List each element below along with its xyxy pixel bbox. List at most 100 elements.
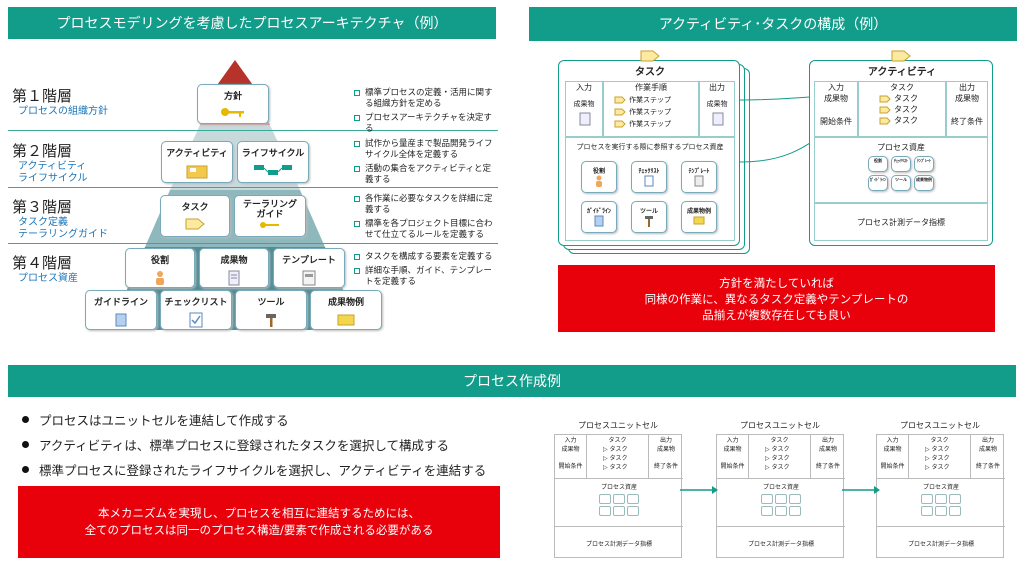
task-row: タスク bbox=[879, 93, 945, 104]
bullet-text: 標準プロセスの定義・活用に関する組織方針を定める bbox=[365, 88, 493, 109]
tile-task[interactable]: タスク bbox=[160, 195, 230, 237]
asset-guideline[interactable]: ｶﾞｲﾄﾞﾗｲﾝ bbox=[581, 201, 617, 233]
task-row: ▷ タスク bbox=[925, 464, 950, 471]
asset-tool[interactable]: ツール bbox=[631, 201, 667, 233]
tile-label: 成果物例 bbox=[327, 298, 364, 308]
asset-mini-grid bbox=[877, 494, 1005, 516]
task-label: タスク bbox=[609, 446, 628, 453]
level-separator bbox=[8, 243, 498, 244]
cell-label: 開始条件 bbox=[720, 463, 745, 470]
cell-label: プロセス計測データ指標 bbox=[857, 217, 945, 227]
bullet-text: 活動の集合をアクティビティと定義する bbox=[365, 164, 492, 185]
level-subtitle: アクティビティ bbox=[18, 161, 87, 172]
tile-deliverable-example[interactable]: 成果物例 bbox=[310, 290, 382, 330]
bullet-text: 標準を各プロジェクト目標に合わせて仕立てるルールを定義する bbox=[365, 219, 493, 240]
template-icon bbox=[694, 175, 704, 187]
level-title: 第１階層 bbox=[12, 87, 73, 105]
list-item: タスクを構成する要素を定義する bbox=[354, 252, 496, 263]
mini-asset-icon bbox=[935, 506, 947, 516]
list-item: 各作業に必要なタスクを詳細に定義する bbox=[354, 194, 496, 216]
unit-tasks: タスク▷ タスク▷ タスク▷ タスク bbox=[909, 435, 971, 479]
unit-assets: プロセス資産 bbox=[555, 479, 683, 527]
task-row: ▷ タスク bbox=[603, 464, 628, 471]
bullet-text: プロセスはユニットセルを連結して作成する bbox=[39, 413, 289, 428]
tile-guideline[interactable]: ガイドライン bbox=[85, 290, 157, 330]
cell-label: 成果物 bbox=[978, 446, 997, 453]
level-subtitle: ライフサイクル bbox=[18, 173, 88, 184]
asset-deliverable-example[interactable]: 成果物例 bbox=[681, 201, 717, 233]
folder-icon bbox=[693, 216, 705, 225]
level-4-label: 第４階層 プロセス資産 bbox=[12, 252, 78, 285]
cell-label: プロセス計測データ指標 bbox=[585, 540, 652, 548]
task-label: タスク bbox=[931, 455, 950, 462]
tile-tool[interactable]: ツール bbox=[235, 290, 307, 330]
tile-checklist[interactable]: チェックリスト bbox=[160, 290, 232, 330]
tile-role[interactable]: 役割 bbox=[125, 248, 195, 288]
task-row: ▷ タスク bbox=[765, 455, 790, 462]
mini-asset-icon bbox=[599, 494, 611, 504]
cell-label: 出力 bbox=[981, 437, 994, 444]
unit-input: 入力成果物開始条件 bbox=[717, 435, 749, 479]
tile-tailoring-guide[interactable]: テーラリング ガイド bbox=[234, 195, 306, 237]
mini-asset-icon bbox=[921, 494, 933, 504]
task-output-cell: 出力 成果物 bbox=[699, 81, 735, 137]
bullet-text: プロセスアーキテクチャを決定する bbox=[365, 113, 492, 134]
list-item: プロセスはユニットセルを連結して作成する bbox=[22, 410, 486, 429]
tile-deliverable[interactable]: 成果物 bbox=[199, 248, 269, 288]
architecture-banner: プロセスモデリングを考慮したプロセスアーキテクチャ（例） bbox=[8, 7, 496, 39]
tile-template[interactable]: テンプレート bbox=[273, 248, 345, 288]
mini-asset: 成果物例 bbox=[914, 175, 934, 191]
mini-asset-icon bbox=[627, 494, 639, 504]
asset-checklist[interactable]: ﾁｪｯｸﾘｽﾄ bbox=[631, 161, 667, 193]
tag-icon bbox=[614, 108, 626, 116]
unit-tasks: タスク▷ タスク▷ タスク▷ タスク bbox=[587, 435, 649, 479]
cell-label: 成果物 bbox=[723, 446, 742, 453]
guideline-icon bbox=[115, 313, 127, 327]
unit-input: 入力成果物開始条件 bbox=[877, 435, 909, 479]
cell-label: 出力 bbox=[659, 437, 672, 444]
step-row: 作業ステップ bbox=[614, 95, 698, 105]
level-subtitle: テーラリングガイド bbox=[18, 229, 108, 240]
tile-lifecycle[interactable]: ライフサイクル bbox=[237, 141, 309, 183]
flow-icon bbox=[254, 165, 292, 175]
cell-label: 成果物 bbox=[955, 94, 979, 103]
cell-label: 成果物 bbox=[561, 446, 580, 453]
tag-icon bbox=[879, 95, 891, 102]
folder-icon bbox=[337, 314, 355, 326]
activity-task-banner: アクティビティ･タスクの構成（例） bbox=[529, 7, 1017, 41]
cell-label: 成果物 bbox=[706, 100, 728, 108]
step-label: 作業ステップ bbox=[629, 108, 671, 116]
level-title: 第３階層 bbox=[12, 198, 73, 216]
bullet-text: 標準プロセスに登録されたライフサイクルを選択し、アクティビティを連結する bbox=[39, 463, 487, 478]
activity-task-cell: タスク タスク タスク タスク bbox=[858, 81, 946, 137]
level-2-label: 第２階層 アクティビティ ライフサイクル bbox=[12, 140, 88, 185]
unit-cell: 入力成果物開始条件タスク▷ タスク▷ タスク▷ タスク出力成果物終了条件プロセス… bbox=[554, 434, 683, 558]
mini-asset-icon bbox=[761, 494, 773, 504]
mini-asset-icon bbox=[949, 506, 961, 516]
task-label: タスク bbox=[894, 94, 918, 103]
cell-label: 出力 bbox=[821, 437, 834, 444]
tile-label: タスク bbox=[181, 203, 209, 213]
tile-policy[interactable]: 方針 bbox=[197, 84, 269, 124]
unit-assets: プロセス資産 bbox=[877, 479, 1005, 527]
tile-label: テンプレート bbox=[282, 256, 336, 266]
cell-label: タスク bbox=[608, 437, 627, 444]
unit-metrics: プロセス計測データ指標 bbox=[877, 527, 1005, 559]
tag-icon bbox=[640, 50, 660, 62]
asset-label: ｶﾞｲﾄﾞﾗｲﾝ bbox=[586, 208, 611, 215]
unit-cell-title: プロセスユニットセル bbox=[578, 421, 658, 430]
asset-role[interactable]: 役割 bbox=[581, 161, 617, 193]
cell-label: 終了条件 bbox=[653, 463, 678, 470]
asset-label: ツール bbox=[639, 208, 658, 215]
task-label: タスク bbox=[771, 464, 790, 471]
cell-label: 入力 bbox=[828, 83, 844, 92]
mini-asset: ﾁｪｯｸﾘｽﾄ bbox=[891, 156, 911, 172]
asset-label: 成果物例 bbox=[686, 208, 711, 215]
unit-assets: プロセス資産 bbox=[717, 479, 845, 527]
note-line: 同様の作業に、異なるタスク定義やテンプレートの bbox=[644, 291, 909, 306]
step-label: 作業ステップ bbox=[629, 96, 671, 104]
asset-template[interactable]: ﾃﾝﾌﾟﾚｰﾄ bbox=[681, 161, 717, 193]
task-input-cell: 入力 成果物 bbox=[565, 81, 603, 137]
person-icon bbox=[156, 271, 164, 285]
tile-activity[interactable]: アクティビティ bbox=[161, 141, 233, 183]
